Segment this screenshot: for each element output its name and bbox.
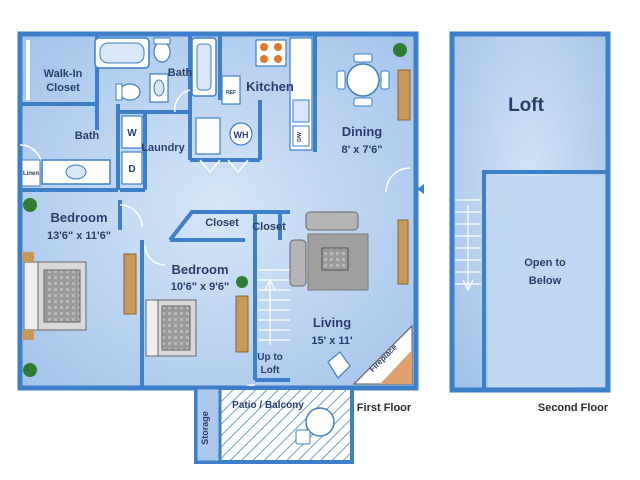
dryer [121,151,143,185]
bedroom-second-dims: 10'6" x 9'6" [171,281,229,293]
water-heater-closet [195,117,221,155]
dishwasher-label: D/W [297,132,303,142]
water-heater [229,122,253,146]
nightstand [22,252,34,262]
first-floor-caption: First Floor [357,402,412,414]
dining-label: Dining [342,124,382,139]
open-to-below-label-2: Below [529,275,562,287]
patio-table [305,407,335,437]
refrigerator [221,75,241,105]
bath-upper-fixtures [94,37,171,103]
closet-2-label: Closet [252,221,286,233]
second-floor-caption: Second Floor [538,402,609,414]
laundry-appliances [121,115,143,185]
plant-icon [23,43,407,377]
washer-label: W [127,128,137,139]
kitchen-label: Kitchen [246,79,294,94]
armchair [327,351,351,379]
bedroom-master-dims: 13'6" x 11'6" [47,230,111,242]
linen-label: Linen [23,171,39,177]
loft-label: Loft [508,95,545,116]
patio-chair [295,429,311,445]
bedroom-master-label: Bedroom [50,210,107,225]
toilet [119,83,141,101]
second-bedroom-furniture [145,295,249,357]
loft-stairs [455,199,481,292]
washer [121,115,143,149]
loft-exterior-wall [449,31,611,393]
kitchen-sink [292,99,310,123]
walk-in-closet-label-2: Closet [46,82,80,94]
patio-label: Patio / Balcony [232,400,304,411]
loft-rail [482,170,608,390]
tv-console [397,219,409,285]
living-furniture [289,211,413,385]
dryer-label: D [128,164,135,175]
toilet [153,41,171,63]
open-to-below-label-1: Open to [524,257,566,269]
bedroom-second-label: Bedroom [171,262,228,277]
master-bedroom-furniture [22,252,137,340]
stairs [258,269,290,345]
open-to-below-area [488,176,605,387]
walk-in-closet-label-1: Walk-In [44,68,83,80]
living-dims: 15' x 11' [311,335,353,347]
dining-dims: 8' x 7'6" [341,144,382,156]
up-to-loft-label-2: Loft [261,365,281,376]
patio [194,386,354,464]
closet-1-label: Closet [205,217,239,229]
laundry-label: Laundry [141,142,185,154]
buffet [397,69,411,121]
first-floor: Walk-In Closet Bath Bath Linen Laundry W… [17,31,424,464]
dining-chair [380,70,390,90]
kitchen-fixtures [221,37,313,151]
nightstand [22,330,34,340]
up-to-loft-label-1: Up to [257,352,283,363]
coffee-table [321,247,349,271]
linen-closet [21,159,41,187]
range [255,39,287,67]
storage-area [194,386,222,464]
closet-shelf [26,40,30,100]
dresser [123,253,137,315]
living-label: Living [313,315,351,330]
dining-table [346,63,380,97]
dishwasher [292,125,310,147]
dining-chair [353,53,373,63]
bath-lower-fixtures [21,159,111,187]
dining-chair [353,97,373,107]
bath-upper-label: Bath [168,67,193,79]
dresser [235,295,249,353]
storage-label: Storage [200,411,210,445]
second-floor: Loft Open to Below Second Floor [449,31,611,414]
dining-chair [336,70,346,90]
sofa [305,211,359,231]
entry-arrow-icon [417,184,424,194]
water-heater-label: WH [234,130,249,140]
dining-set [336,53,411,121]
refrigerator-label: REF [226,90,236,96]
sofa [289,239,307,287]
bath-lower-label: Bath [75,130,100,142]
